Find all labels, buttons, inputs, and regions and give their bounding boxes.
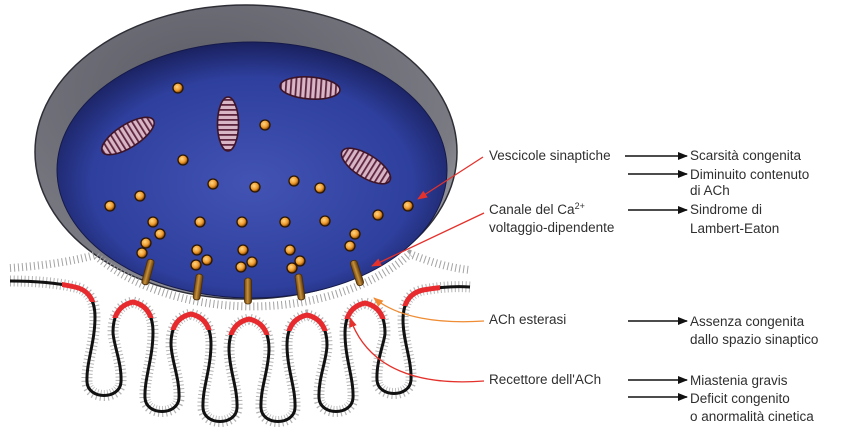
synaptic-cleft-hatching [10, 281, 470, 422]
condition-text: di ACh [690, 183, 730, 198]
synaptic-vesicle [236, 262, 246, 272]
synaptic-vesicle [141, 238, 151, 248]
synaptic-vesicle [238, 245, 248, 255]
mitochondrion-body [218, 97, 239, 151]
synaptic-vesicle [250, 182, 260, 192]
calcium-channel-label-line2: voltaggio-dipendente [489, 220, 614, 235]
synaptic-vesicle [280, 217, 290, 227]
ach-receptor-pointer-line [350, 318, 484, 382]
synaptic-vesicle [105, 201, 115, 211]
synaptic-vesicle [148, 217, 158, 227]
condition-text: Diminuito contenuto [690, 167, 809, 182]
synaptic-vesicle [195, 217, 205, 227]
synaptic-vesicle [192, 245, 202, 255]
condition-text: Miastenia gravis [690, 373, 788, 388]
synaptic-vesicle [260, 120, 270, 130]
condition-text: dallo spazio sinaptico [690, 332, 818, 347]
condition-text: Lambert-Eaton [690, 221, 779, 236]
synaptic-vesicle [315, 183, 325, 193]
synaptic-vesicle [350, 229, 360, 239]
synaptic-vesicle [289, 176, 299, 186]
mitochondrion [218, 97, 239, 151]
calcium-charge-superscript: 2+ [575, 201, 585, 211]
ach-esterase-label: ACh esterasi [489, 312, 566, 327]
vesicles-label: Vescicole sinaptiche [489, 148, 611, 163]
synaptic-vesicle [320, 216, 330, 226]
condition-text: Sindrome di [690, 202, 762, 217]
condition-text: Scarsità congenita [690, 148, 802, 163]
synaptic-vesicle [202, 255, 212, 265]
condition-text: o anormalità cinetica [690, 409, 814, 424]
synaptic-vesicle [295, 256, 305, 266]
synaptic-vesicle [373, 210, 383, 220]
synaptic-vesicle [155, 229, 165, 239]
ach-receptor-label: Recettore dell'ACh [489, 372, 601, 387]
calcium-channel-label: Canale del Ca2+ [489, 201, 585, 217]
synaptic-vesicle [237, 217, 247, 227]
synaptic-vesicle [178, 155, 188, 165]
condition-text: Deficit congenito [690, 391, 790, 406]
synaptic-vesicle [247, 257, 257, 267]
synaptic-vesicle [173, 83, 183, 93]
synaptic-vesicle [208, 179, 218, 189]
synaptic-vesicle [403, 201, 413, 211]
synaptic-vesicle [135, 191, 145, 201]
synaptic-vesicle [287, 263, 297, 273]
calcium-channel [245, 278, 252, 304]
condition-text: Assenza congenita [690, 314, 805, 329]
synaptic-vesicle [137, 248, 147, 258]
synaptic-vesicle [345, 241, 355, 251]
synaptic-vesicle [285, 245, 295, 255]
ach-esterase-pointer-line [374, 298, 484, 322]
synaptic-vesicle [191, 260, 201, 270]
calcium-channel-label-main: Canale del Ca [489, 202, 575, 217]
